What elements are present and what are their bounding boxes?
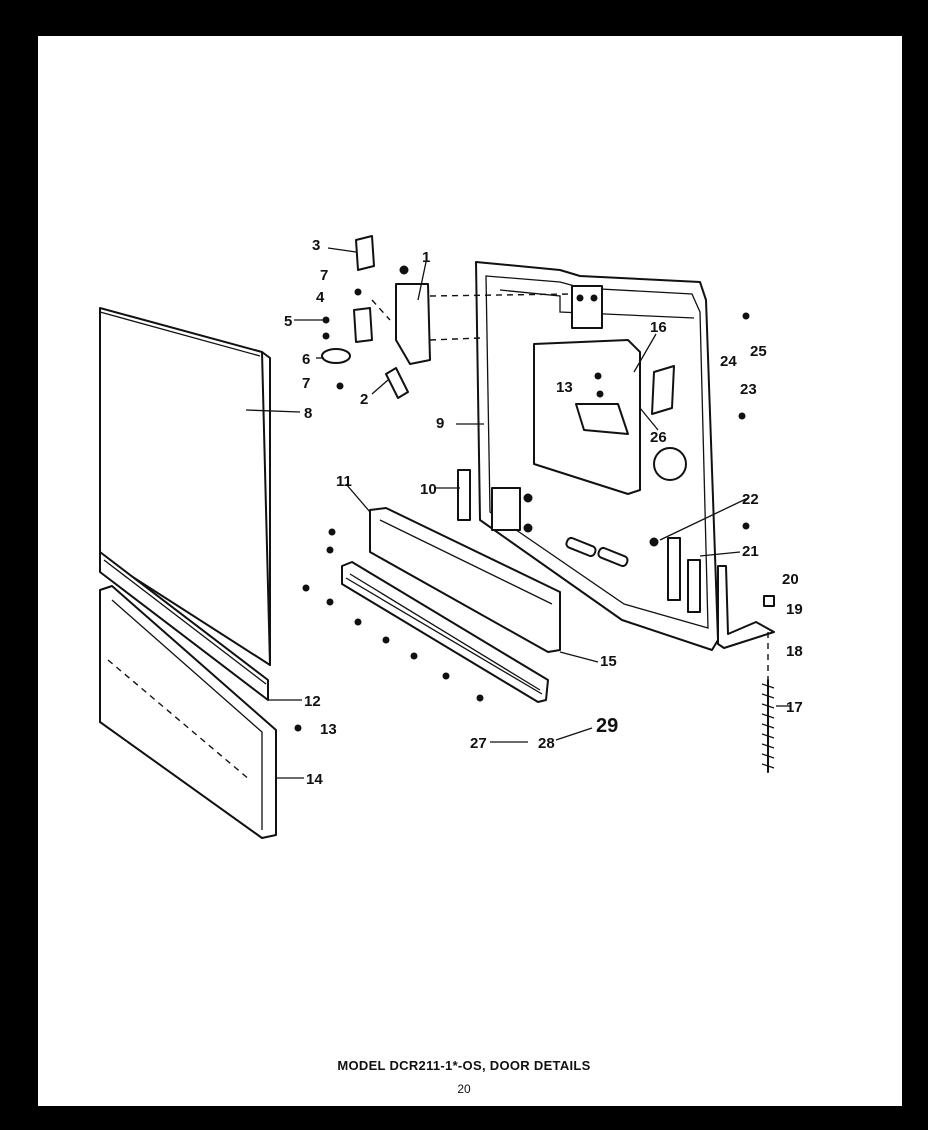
- leader-lines: [245, 247, 790, 779]
- callout-2: 2: [360, 391, 368, 408]
- callout-6: 6: [302, 351, 310, 368]
- callout-28: 28: [538, 735, 555, 752]
- diagram-caption: MODEL DCR211-1*-OS, DOOR DETAILS: [337, 1058, 591, 1073]
- callout-20: 20: [782, 571, 799, 588]
- callout-26: 26: [650, 429, 667, 446]
- callout-7b: 7: [302, 375, 310, 392]
- callout-27: 27: [470, 735, 487, 752]
- callout-1: 1: [422, 249, 430, 266]
- inner-door-liner: [475, 261, 719, 651]
- callout-14: 14: [306, 771, 323, 788]
- page-number: 20: [457, 1082, 471, 1096]
- callout-16: 16: [650, 319, 667, 336]
- callout-5: 5: [284, 313, 292, 330]
- callout-22: 22: [742, 491, 759, 508]
- callout-labels: 1 2 3 4 5 6 7 7 8 9 10 11 12 13 13 14 15…: [284, 237, 803, 788]
- callout-7a: 7: [320, 267, 328, 284]
- callout-12: 12: [304, 693, 321, 710]
- spring-and-link: [717, 565, 775, 773]
- callout-24: 24: [720, 353, 737, 370]
- callout-13b: 13: [320, 721, 337, 738]
- callout-23: 23: [740, 381, 757, 398]
- latch-assembly: [321, 235, 571, 399]
- vent-assembly: [341, 507, 561, 703]
- callout-19: 19: [786, 601, 803, 618]
- callout-25: 25: [750, 343, 767, 360]
- callout-9: 9: [436, 415, 444, 432]
- outer-door-panel: [99, 307, 271, 666]
- callout-21: 21: [742, 543, 759, 560]
- callout-17: 17: [786, 699, 803, 716]
- callout-15: 15: [600, 653, 617, 670]
- callout-8: 8: [304, 405, 312, 422]
- callout-29: 29: [596, 715, 618, 737]
- callout-3: 3: [312, 237, 320, 254]
- callout-18: 18: [786, 643, 803, 660]
- callout-4: 4: [316, 289, 325, 306]
- callout-11: 11: [336, 473, 352, 490]
- screws: [294, 265, 750, 732]
- hinge-brackets: [457, 469, 701, 613]
- kick-panel: [99, 585, 277, 839]
- callout-13a: 13: [556, 379, 573, 396]
- callout-10: 10: [420, 481, 437, 498]
